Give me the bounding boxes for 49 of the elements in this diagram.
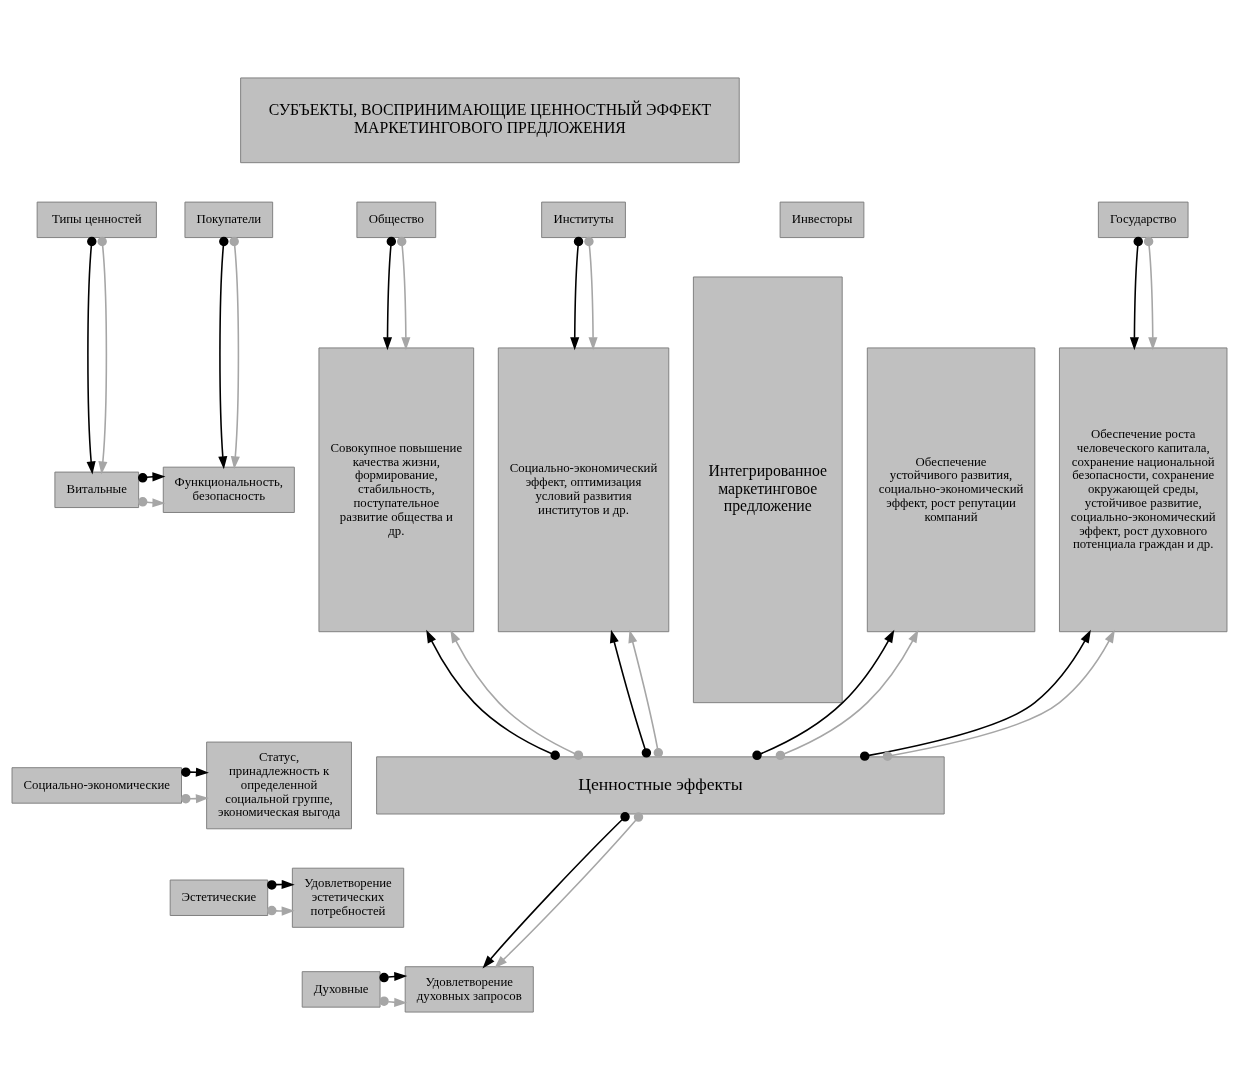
arrow	[882, 629, 1115, 761]
arrow	[97, 236, 108, 475]
arrow	[181, 767, 209, 777]
arrow	[494, 812, 644, 969]
arrow	[628, 629, 664, 758]
arrow	[570, 236, 584, 351]
node-box: Функциональность, безопасность	[162, 466, 295, 513]
node-box: Совокупное повышение качества жизни, формирование, стабильность, поступательное развитие общества и др.	[318, 347, 475, 633]
arrow	[860, 629, 1091, 761]
node-box: Общество	[356, 201, 437, 239]
arrow	[181, 793, 209, 804]
arrow	[482, 812, 630, 969]
arrow	[138, 472, 166, 483]
arrow	[1143, 236, 1158, 351]
arrow	[267, 905, 295, 916]
node-box: Институты	[541, 201, 626, 239]
node-box: Духовные	[301, 971, 381, 1008]
node-box: Удовлетворение духовных запросов	[404, 966, 534, 1013]
arrow	[138, 497, 166, 508]
arrow	[379, 996, 408, 1007]
node-box: Обеспечение устойчивого развития, социально-экономический эффект, рост репутации компаний	[866, 347, 1036, 633]
node-box: Типы ценностей	[36, 201, 157, 239]
node-box: Интегрированное маркетинговое предложение	[692, 276, 843, 704]
arrow	[218, 236, 229, 470]
arrow	[450, 629, 584, 760]
node-box: Витальные	[54, 471, 140, 509]
node-box: Инвесторы	[779, 201, 865, 239]
arrow	[775, 629, 919, 761]
arrow	[382, 236, 397, 351]
arrow	[86, 236, 97, 475]
arrow	[229, 236, 240, 470]
node-box: Государство	[1097, 201, 1189, 239]
node-box: Удовлетворение эстетических потребностей	[291, 867, 405, 928]
node-box: Эстетические	[169, 879, 269, 916]
node-box: Ценностные эффекты	[376, 756, 945, 815]
arrow	[379, 971, 408, 983]
node-box: Покупатели	[184, 201, 274, 239]
arrow	[426, 629, 560, 760]
arrow	[397, 236, 411, 351]
arrow	[584, 236, 598, 351]
node-box: Социально-экономические	[11, 767, 182, 804]
arrow	[752, 629, 895, 761]
node-box: Социально-экономический эффект, оптимизация условий развития институтов и др.	[497, 347, 670, 633]
node-box: Обеспечение роста человеческого капитала, сохранение национальной безопасности, сохранение окружающей среды, устойчивое развитие, социально-экономический эффект, рост духовного потенциала граждан и др.	[1058, 347, 1228, 633]
arrow	[609, 629, 652, 758]
node-box: СУБЪЕКТЫ, ВОСПРИНИМАЮЩИЕ ЦЕННОСТНЫЙ ЭФФЕКТ МАРКЕТИНГОВОГО ПРЕДЛОЖЕНИЯ	[240, 77, 740, 164]
arrow	[1129, 236, 1143, 351]
node-box: Статус, принадлежность к определенной социальной группе, экономическая выгода	[206, 741, 352, 830]
arrow	[267, 879, 295, 890]
